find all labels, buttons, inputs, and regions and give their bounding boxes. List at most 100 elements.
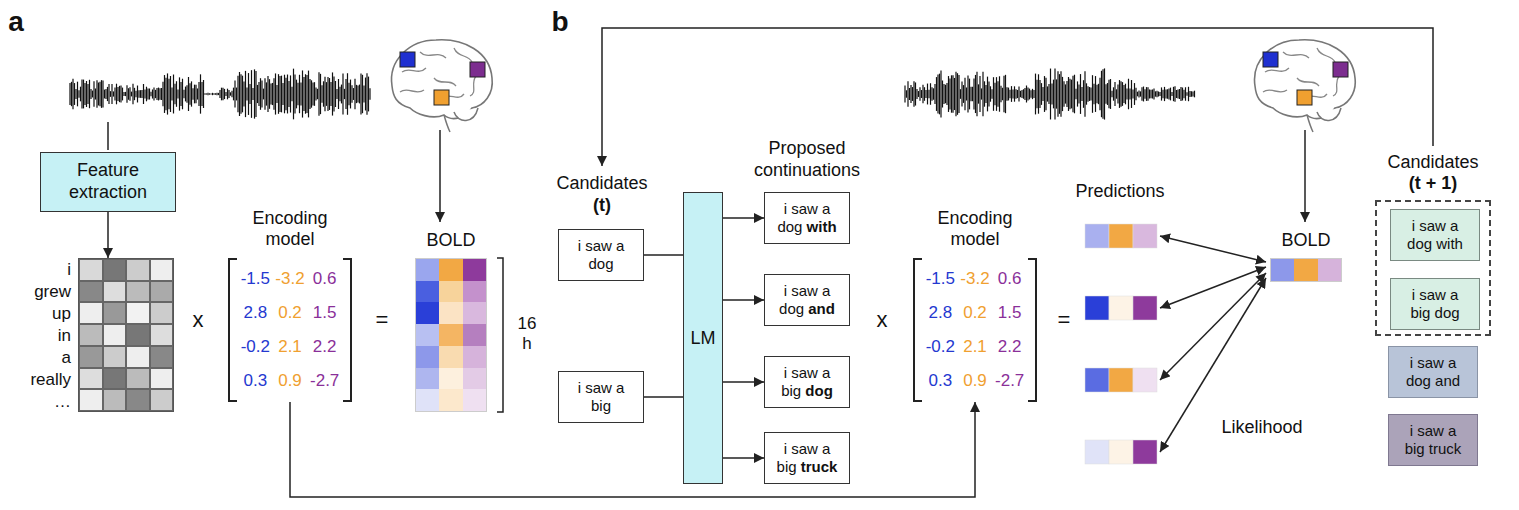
encoding-matrix: Encoding model-1.5-3.20.62.80.21.5-0.22.… bbox=[228, 258, 352, 402]
feature-cell bbox=[126, 346, 150, 368]
matrix-heading: Encoding model bbox=[240, 208, 340, 251]
word-label: in bbox=[58, 325, 71, 347]
feature-cell bbox=[79, 324, 103, 346]
box-text: Feature extraction bbox=[51, 160, 165, 203]
bold-cell bbox=[463, 281, 486, 303]
bold-cell bbox=[463, 259, 486, 281]
prediction-cell bbox=[1133, 296, 1157, 320]
feature-cell bbox=[126, 324, 150, 346]
signal-line bbox=[107, 122, 109, 150]
prediction-cell bbox=[1109, 224, 1133, 248]
bold-cell bbox=[416, 346, 439, 368]
matrix-value: 2.1 bbox=[273, 337, 308, 357]
matrix-value: -1.5 bbox=[238, 269, 273, 289]
connector bbox=[644, 396, 683, 398]
prediction-cell bbox=[1109, 296, 1133, 320]
matrix-bracket bbox=[343, 258, 352, 402]
audio-waveform bbox=[905, 68, 1195, 119]
feature-cell bbox=[103, 368, 127, 390]
operator: x bbox=[869, 307, 895, 333]
prediction-cell bbox=[1085, 368, 1109, 392]
word-label: i bbox=[67, 259, 71, 281]
prediction-cell bbox=[1133, 224, 1157, 248]
feature-cell bbox=[103, 324, 127, 346]
candidate-box: i saw a dog with bbox=[1390, 209, 1480, 261]
candidate-box: i saw a big dog bbox=[1390, 278, 1480, 330]
matrix-value: -0.2 bbox=[923, 337, 958, 357]
feature-cell bbox=[150, 368, 174, 390]
bold-cell bbox=[1271, 259, 1294, 281]
feature-cell bbox=[79, 346, 103, 368]
column-heading: Candidates (t + 1) bbox=[1383, 152, 1483, 195]
bold-cell bbox=[463, 389, 486, 411]
bold-cell bbox=[463, 368, 486, 390]
continuation-box: i saw a big truck bbox=[764, 432, 850, 484]
bold-cell bbox=[439, 302, 462, 324]
box-text: i saw a big dog bbox=[775, 364, 839, 400]
bold-cell bbox=[439, 346, 462, 368]
box-text: i saw a big truck bbox=[775, 440, 839, 476]
feature-cell bbox=[103, 302, 127, 324]
bold-cell bbox=[1294, 259, 1317, 281]
matrix-bracket bbox=[913, 258, 922, 402]
continuation-box: i saw a dog with bbox=[764, 192, 850, 244]
audio-waveform bbox=[70, 69, 370, 120]
bold-cell bbox=[439, 259, 462, 281]
column-heading: Candidates (t) bbox=[554, 173, 650, 216]
bold-cell bbox=[439, 281, 462, 303]
operator: x bbox=[185, 307, 211, 333]
brain-arrow bbox=[439, 130, 441, 222]
bold-cell bbox=[416, 302, 439, 324]
feature-cell bbox=[126, 389, 150, 411]
connector bbox=[723, 381, 764, 383]
feature-cell bbox=[126, 302, 150, 324]
continuation-box: i saw a big dog bbox=[764, 356, 850, 408]
feature-cell bbox=[150, 346, 174, 368]
feature-cell bbox=[126, 368, 150, 390]
matrix-value: 0.6 bbox=[307, 269, 342, 289]
matrix-value: 0.3 bbox=[923, 371, 958, 391]
box-text: i saw a big bbox=[569, 379, 633, 415]
prediction-cell bbox=[1085, 296, 1109, 320]
panel-label: b bbox=[545, 5, 575, 39]
matrix-value: 0.3 bbox=[238, 371, 273, 391]
time-bracket bbox=[497, 258, 503, 412]
brain-icon bbox=[1255, 40, 1356, 132]
bold-heading: BOLD bbox=[416, 230, 486, 252]
matrix-value: 2.1 bbox=[958, 337, 993, 357]
feature-cell bbox=[126, 259, 150, 281]
matrix-value: -2.7 bbox=[307, 371, 342, 391]
column-heading: Proposed continuations bbox=[744, 138, 870, 181]
feature-cell bbox=[79, 281, 103, 303]
likelihood-arrow bbox=[1160, 267, 1266, 308]
bold-cell bbox=[463, 346, 486, 368]
matrix-value: -3.2 bbox=[273, 269, 308, 289]
matrix-values: -1.5-3.20.62.80.21.5-0.22.12.20.30.9-2.7 bbox=[238, 262, 342, 398]
feature-cell bbox=[150, 302, 174, 324]
candidate-box: i saw a big bbox=[558, 371, 644, 423]
feature-cell bbox=[150, 281, 174, 303]
prediction-cell bbox=[1109, 368, 1133, 392]
matrix-value: 2.8 bbox=[238, 303, 273, 323]
encoding-matrix: Encoding model-1.5-3.20.62.80.21.5-0.22.… bbox=[913, 258, 1037, 402]
prediction-cell bbox=[1085, 224, 1109, 248]
feature-cell bbox=[79, 259, 103, 281]
connector bbox=[723, 457, 764, 459]
box-text: i saw a dog bbox=[569, 237, 633, 273]
word-label: grew bbox=[34, 281, 71, 303]
feature-cell bbox=[79, 302, 103, 324]
panel-label: a bbox=[1, 5, 31, 39]
matrix-bracket bbox=[1028, 258, 1037, 402]
feature-cell bbox=[103, 281, 127, 303]
matrix-value: 0.2 bbox=[273, 303, 308, 323]
column-heading: Predictions bbox=[1065, 181, 1175, 203]
likelihood-label: Likelihood bbox=[1212, 417, 1312, 439]
candidate-box: i saw a dog bbox=[558, 229, 644, 281]
brain-icon bbox=[392, 40, 493, 132]
bold-cell bbox=[416, 324, 439, 346]
feature-cell bbox=[103, 259, 127, 281]
box-text: i saw a dog and bbox=[775, 282, 839, 318]
word-label: a bbox=[62, 347, 71, 369]
matrix-value: 0.9 bbox=[273, 371, 308, 391]
matrix-value: 0.2 bbox=[958, 303, 993, 323]
